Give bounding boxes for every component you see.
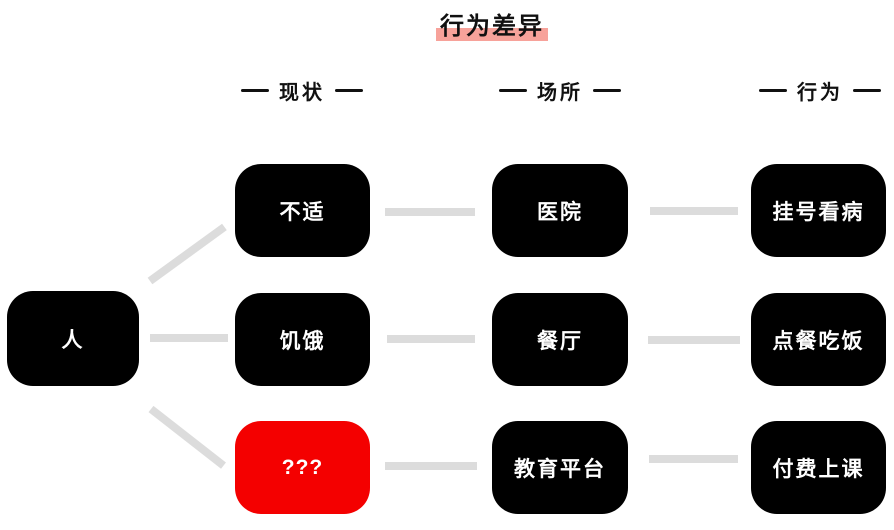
dash-right-icon: [335, 88, 363, 92]
node-behavior-row3: 付费上课: [751, 421, 886, 514]
dash-left-icon: [499, 88, 527, 92]
node-behavior-row2: 点餐吃饭: [751, 293, 886, 386]
dash-right-icon: [593, 88, 621, 92]
column-header-behavior: 行为: [720, 77, 894, 104]
node-behavior-row1: 挂号看病: [751, 164, 886, 257]
connector-person-to-hunger: [150, 334, 228, 342]
title-text: 行为差异: [440, 13, 544, 40]
connector-person-to-unknown: [148, 405, 226, 469]
connector-restaurant-order: [648, 336, 740, 344]
node-status-row1: 不适: [235, 164, 370, 257]
connector-person-to-discomfort: [147, 223, 227, 285]
column-header-place: 场所: [460, 77, 660, 104]
node-place-row3: 教育平台: [492, 421, 628, 514]
dash-right-icon: [853, 88, 881, 92]
title-highlight-mark: [436, 28, 548, 41]
connector-hospital-register: [650, 207, 738, 215]
dash-left-icon: [759, 88, 787, 92]
column-header-label: 现状: [279, 81, 325, 104]
page-title: 行为差异: [392, 6, 592, 41]
connector-hunger-restaurant: [387, 335, 475, 343]
column-header-label: 场所: [537, 81, 583, 104]
connector-discomfort-hospital: [385, 208, 475, 216]
column-header-status: 现状: [202, 77, 402, 104]
connector-eduplatform-paidclass: [649, 455, 738, 463]
column-header-label: 行为: [797, 81, 843, 104]
node-person: 人: [7, 291, 139, 386]
dash-left-icon: [241, 88, 269, 92]
connector-unknown-eduplatform: [385, 462, 477, 470]
node-status-row2: 饥饿: [235, 293, 370, 386]
node-status-row3-unknown: ???: [235, 421, 370, 514]
node-place-row2: 餐厅: [492, 293, 628, 386]
node-place-row1: 医院: [492, 164, 628, 257]
